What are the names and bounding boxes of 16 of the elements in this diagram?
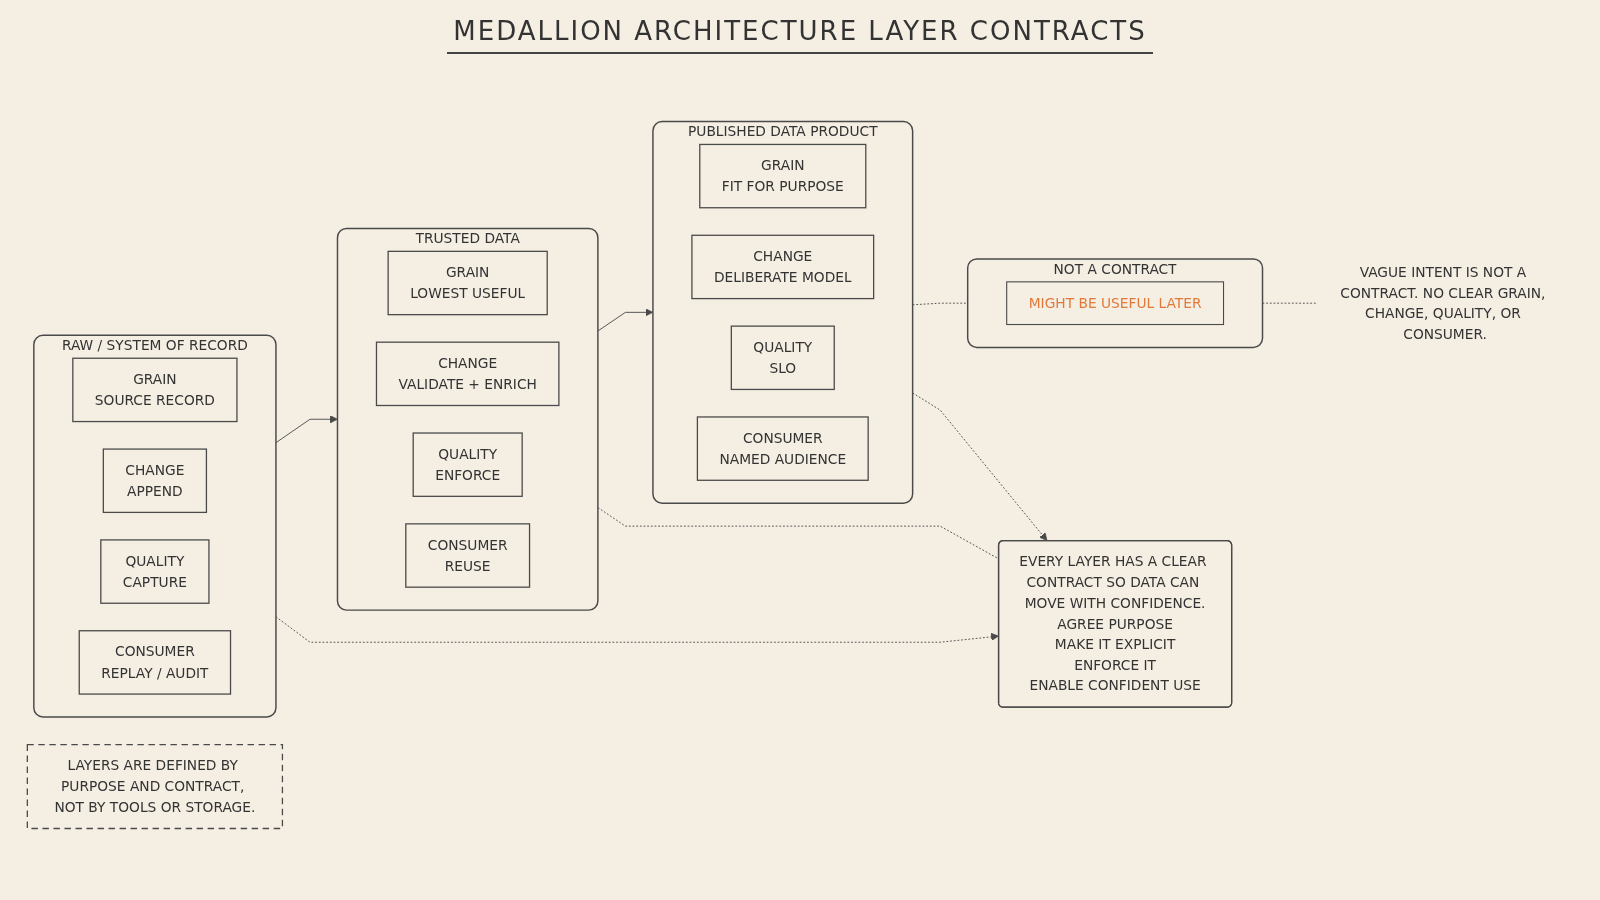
node-box: CONSUMER REUSE [405, 523, 531, 588]
node-box: QUALITY ENFORCE [412, 432, 523, 497]
node-box: CHANGE DELIBERATE MODEL [691, 234, 875, 300]
node-box: GRAIN LOWEST USEFUL [387, 250, 548, 316]
node-box: MIGHT BE USEFUL LATER [1006, 281, 1225, 326]
node-box: QUALITY CAPTURE [100, 539, 210, 604]
node-box: CONSUMER NAMED AUDIENCE [696, 416, 869, 481]
node-box: CHANGE APPEND [102, 448, 208, 514]
node-box: LAYERS ARE DEFINED BY PURPOSE AND CONTRACT, NOT BY TOOLS OR STORAGE. [26, 743, 284, 830]
node-text: VAGUE INTENT IS NOT A CONTRACT. NO CLEAR GRAIN, CHANGE, QUALITY, OR CONSUMER. [1340, 263, 1546, 343]
node-box: CHANGE VALIDATE + ENRICH [375, 341, 560, 407]
node-box: GRAIN SOURCE RECORD [72, 357, 238, 423]
node-box: CONSUMER REPLAY / AUDIT [78, 630, 232, 695]
title: MEDALLION ARCHITECTURE LAYER CONTRACTS [447, 16, 1153, 54]
node-box: GRAIN FIT FOR PURPOSE [699, 143, 867, 209]
node-box: QUALITY SLO [730, 325, 835, 391]
